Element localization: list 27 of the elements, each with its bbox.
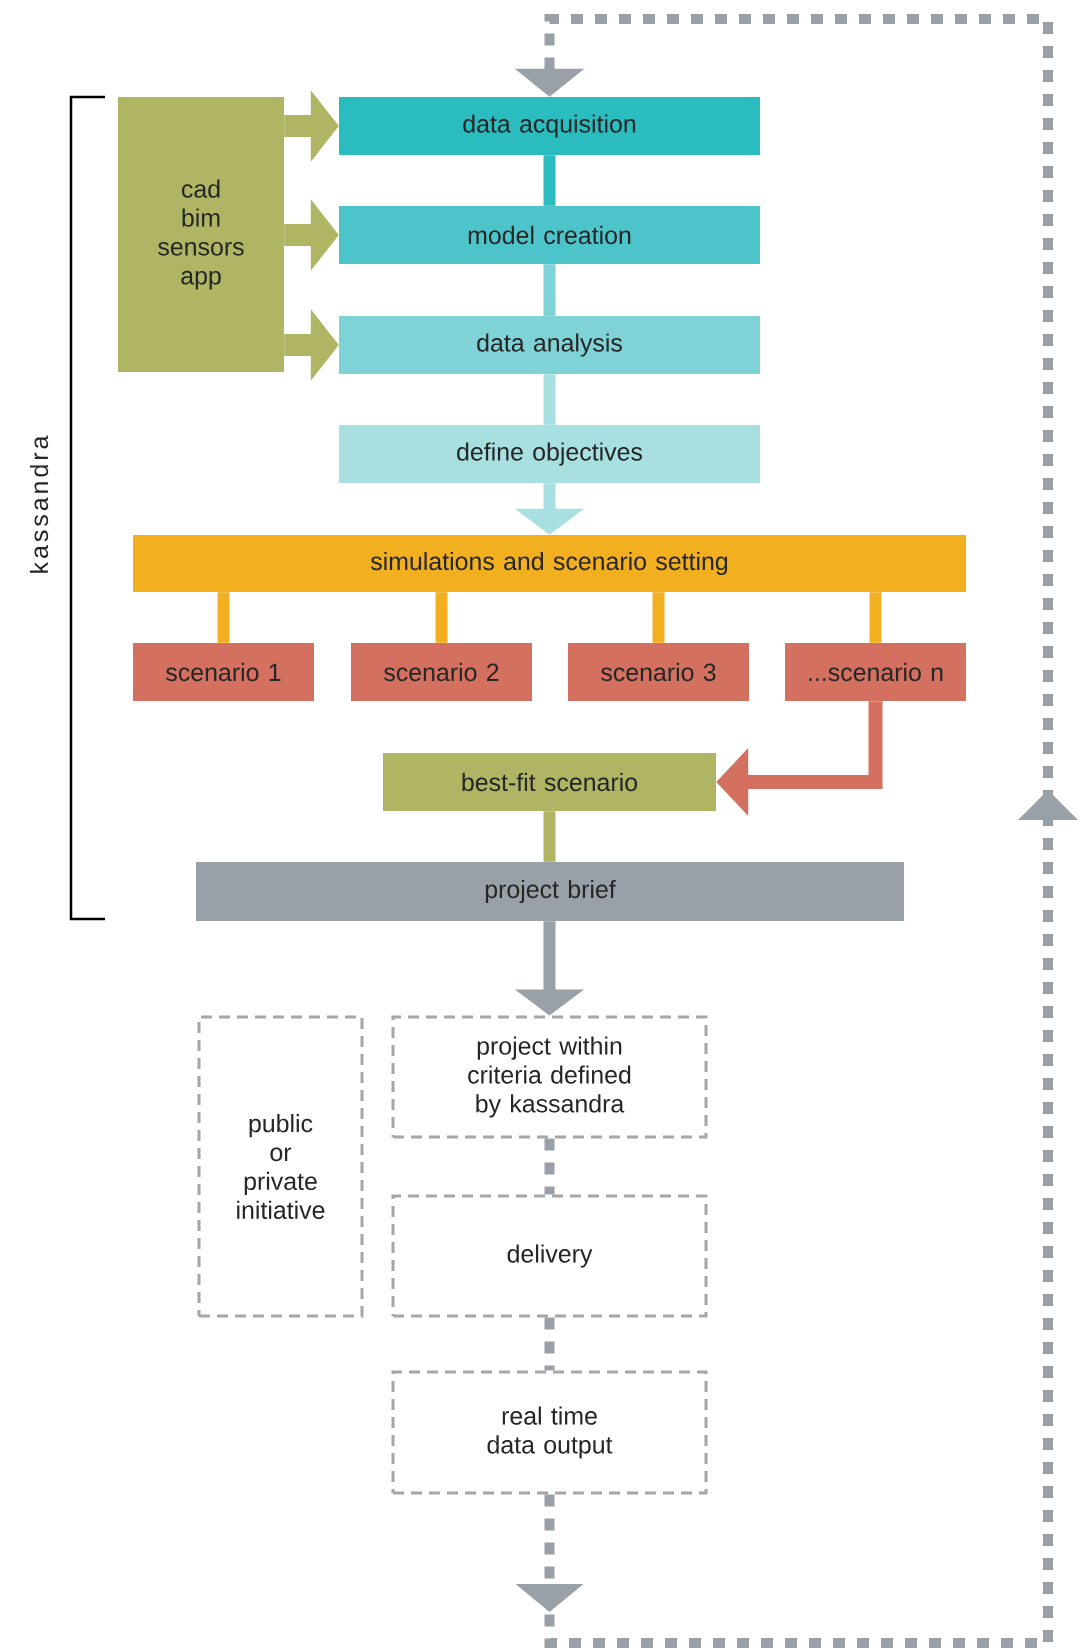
scenario-box: ...scenario n [785, 643, 966, 701]
scenario-box: scenario 2 [351, 643, 532, 701]
result-box: best-fit scenario [383, 753, 716, 811]
connector-line [869, 592, 882, 643]
side-label: kassandra [29, 435, 49, 573]
dashed-box: real time data output [391, 1370, 708, 1495]
scenario-box: scenario 3 [568, 643, 749, 701]
connector-line [543, 264, 556, 316]
connector-line [652, 592, 665, 643]
process-box: model creation [339, 206, 760, 264]
connector-line [543, 811, 556, 862]
connector-line [543, 155, 556, 206]
connector-line [544, 1138, 555, 1195]
connector-line [543, 374, 556, 425]
connector-line [544, 1317, 555, 1371]
dashed-box: public or private initiative [197, 1015, 364, 1318]
dashed-box: delivery [391, 1194, 708, 1318]
dashed-box: project within criteria defined by kassandra [391, 1015, 708, 1139]
connector-line [217, 592, 230, 643]
process-box: simulations and scenario setting [133, 535, 966, 592]
source-box: cad bim sensors app [118, 97, 284, 372]
process-box: define objectives [339, 425, 760, 483]
scenario-box: scenario 1 [133, 643, 314, 701]
process-box: data analysis [339, 316, 760, 374]
connector-line [435, 592, 448, 643]
process-box: project brief [196, 862, 904, 921]
process-box: data acquisition [339, 97, 760, 155]
